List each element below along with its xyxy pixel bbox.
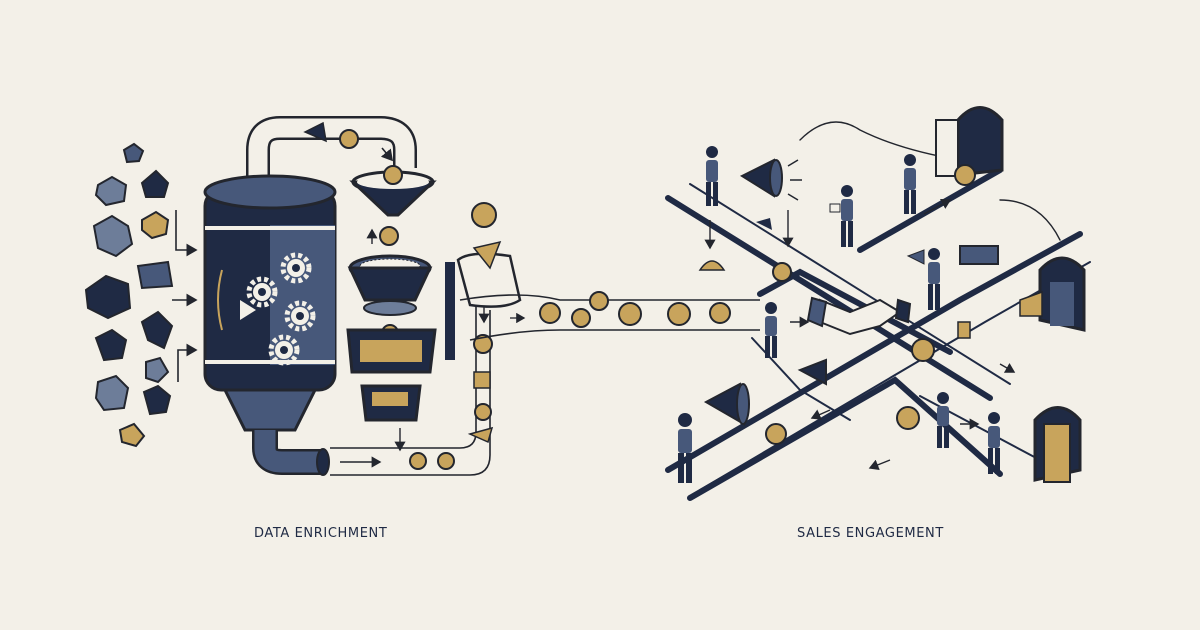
rock-icon — [92, 214, 134, 258]
gold-nugget-icon — [339, 129, 359, 149]
rock-icon — [140, 310, 174, 350]
person-icon — [765, 302, 777, 358]
rock-icon — [141, 210, 170, 240]
gold-nugget-icon — [589, 291, 609, 311]
door-icon — [1033, 406, 1082, 483]
processing-tank — [203, 116, 337, 476]
door-icon — [935, 106, 1004, 186]
gold-nugget-icon — [667, 302, 691, 326]
sorting-trays — [346, 324, 437, 452]
bottom-conveyor — [330, 286, 494, 476]
gold-nuggets — [698, 218, 999, 445]
caption-sales-engagement: SALES ENGAGEMENT — [797, 526, 944, 541]
person-icon — [988, 412, 1000, 474]
gold-nugget-icon — [539, 302, 561, 324]
rock-icon — [136, 260, 174, 290]
gold-nugget-icon — [409, 452, 427, 470]
rock-icon — [145, 356, 170, 384]
rock-icon — [118, 422, 146, 448]
person-icon — [937, 392, 949, 448]
megaphone-icon — [703, 382, 750, 426]
sieve-icon — [347, 226, 433, 316]
rock-icon — [142, 384, 172, 416]
rock-icon — [140, 169, 170, 198]
intake-arrows — [172, 210, 198, 382]
gold-nugget-icon — [571, 308, 591, 328]
rock-icon — [94, 328, 128, 362]
output-funnel — [445, 202, 522, 360]
rock-icon — [84, 274, 132, 320]
person-icon — [829, 185, 853, 247]
person-icon — [906, 248, 940, 310]
rock-icon — [94, 175, 128, 207]
handshake-icon — [806, 296, 912, 336]
rock-icon — [122, 142, 145, 164]
caption-data-enrichment: DATA ENRICHMENT — [254, 526, 388, 541]
door-icon — [1019, 256, 1086, 332]
gold-nugget-icon — [437, 452, 455, 470]
person-icon — [904, 154, 916, 214]
megaphone-icon — [797, 358, 827, 386]
raw-data-rocks — [84, 142, 174, 448]
output-pipeline — [459, 291, 760, 341]
funnel-icon — [349, 165, 437, 217]
gold-nugget-icon — [618, 302, 642, 326]
gold-nugget-icon — [709, 302, 731, 324]
person-icon — [678, 413, 692, 483]
flow-arrows — [704, 199, 1016, 471]
person-icon — [706, 146, 718, 206]
top-conveyor — [303, 116, 417, 168]
people — [678, 146, 1000, 483]
play-icon — [240, 300, 256, 320]
megaphone-icon — [739, 158, 802, 201]
rock-icon — [94, 374, 130, 412]
